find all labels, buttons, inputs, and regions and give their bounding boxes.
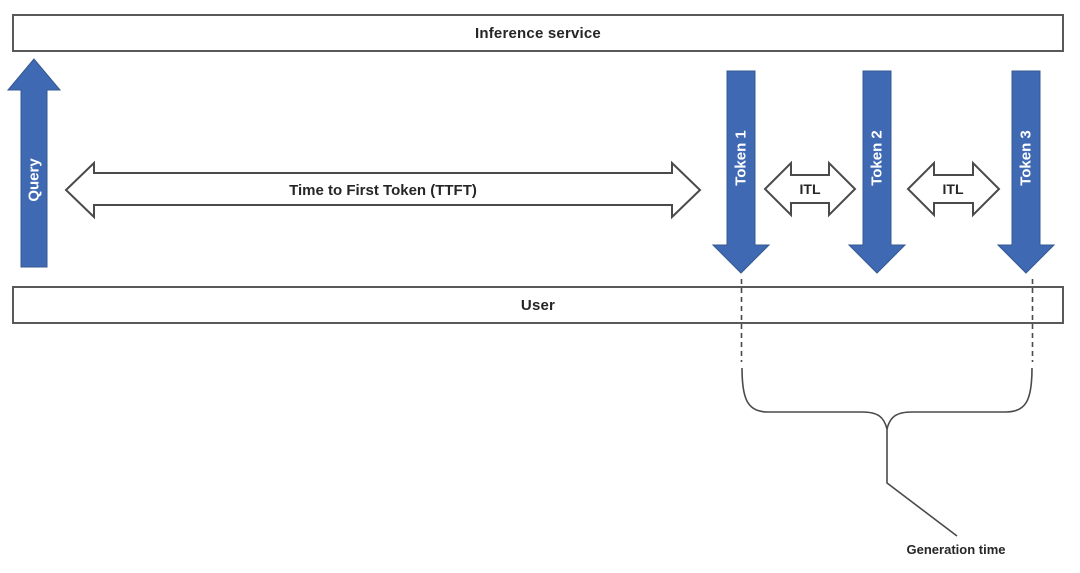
inference-service-bar: Inference service (12, 14, 1064, 52)
generation-leader-line (886, 429, 958, 537)
token-3-arrow-icon (996, 70, 1056, 274)
token-2-label: Token 2 (868, 130, 886, 186)
ttft-arrow-icon (64, 160, 702, 220)
itl-arrow-2-icon (906, 160, 1001, 218)
query-label: Query (25, 158, 43, 202)
token-1-label: Token 1 (732, 130, 750, 186)
generation-time-label: Generation time (906, 542, 1006, 557)
token-1-arrow-icon (711, 70, 771, 274)
token-3-label: Token 3 (1017, 130, 1035, 186)
user-bar: User (12, 286, 1064, 324)
generation-brace-icon (741, 367, 1033, 430)
itl-arrow-1-icon (763, 160, 857, 218)
user-label: User (520, 296, 556, 314)
inference-service-label: Inference service (475, 24, 601, 42)
itl-label-1: ITL (799, 181, 821, 197)
query-arrow-icon (6, 58, 62, 268)
token-2-arrow-icon (847, 70, 907, 274)
ttft-label: Time to First Token (TTFT) (289, 182, 477, 199)
itl-label-2: ITL (942, 181, 964, 197)
